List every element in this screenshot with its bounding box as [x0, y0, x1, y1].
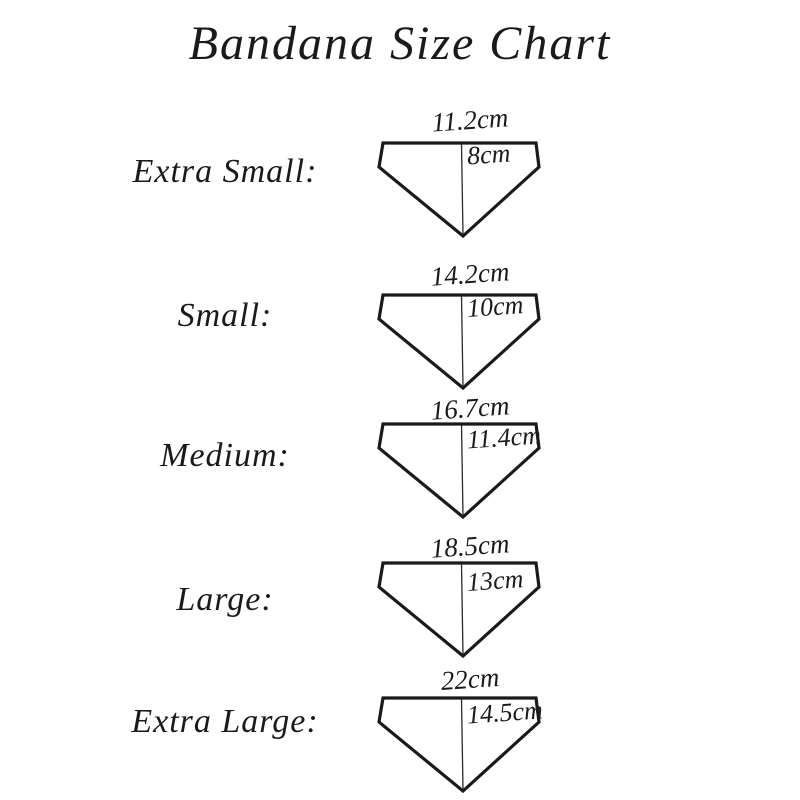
bandana-diagram: [377, 293, 541, 391]
fold-line: [460, 143, 464, 236]
bandana-diagram: [377, 141, 541, 239]
width-measurement: 11.2cm: [430, 102, 510, 138]
size-label: Medium:: [160, 437, 290, 474]
fold-line: [460, 563, 464, 656]
bandana-diagram: [377, 422, 541, 520]
bandana-outline: [377, 561, 541, 659]
fold-line: [460, 698, 464, 791]
height-measurement: 14.5cm: [466, 695, 544, 730]
height-measurement: 10cm: [466, 290, 525, 323]
size-label: Extra Small:: [132, 153, 318, 190]
bandana-outline: [377, 293, 541, 391]
size-label: Large:: [176, 581, 274, 618]
height-measurement: 13cm: [466, 564, 525, 597]
page-title: Bandana Size Chart: [188, 17, 612, 70]
fold-line: [460, 424, 464, 517]
bandana-outline: [377, 696, 541, 794]
size-label: Small:: [177, 297, 273, 334]
fold-line: [460, 295, 464, 388]
bandana-diagram: [377, 696, 541, 794]
bandana-outline: [377, 141, 541, 239]
height-measurement: 11.4cm: [466, 420, 542, 455]
bandana-outline: [377, 422, 541, 520]
width-measurement: 14.2cm: [429, 256, 511, 292]
height-measurement: 8cm: [466, 138, 512, 171]
bandana-diagram: [377, 561, 541, 659]
size-label: Extra Large:: [131, 703, 319, 740]
